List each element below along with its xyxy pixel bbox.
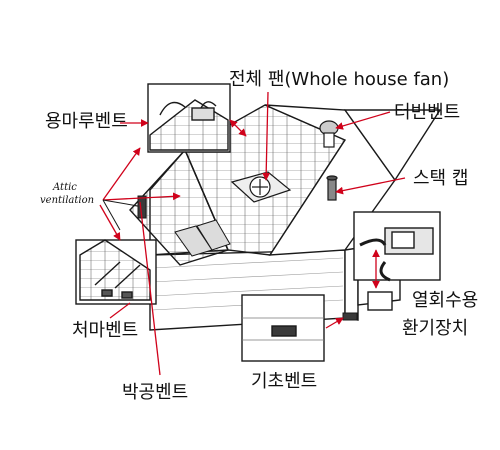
label-heat-recovery-line2: 환기장치 — [402, 318, 469, 339]
turbine-vent-unit — [319, 120, 339, 148]
whole-house-fan-unit — [230, 171, 292, 203]
roof-windows — [174, 219, 231, 257]
label-attic-ventilation-line1: Attic — [53, 182, 77, 193]
label-whole-house-fan: 전체 팬(Whole house fan) — [229, 69, 450, 90]
soffit-vent-inset — [75, 239, 157, 305]
label-ridge-vent: 용마루벤트 — [45, 111, 128, 132]
heat-recovery-inset — [353, 211, 441, 311]
label-gable-vent: 박공벤트 — [122, 382, 189, 403]
label-foundation-vent: 기초벤트 — [251, 371, 318, 392]
label-heat-recovery-line1: 열회수용 — [412, 290, 479, 311]
stack-cap-unit — [326, 175, 338, 201]
foundation-vent-opening — [342, 312, 358, 321]
label-stack-cap: 스택 캡 — [413, 168, 469, 189]
attic-pointer-lines — [102, 199, 139, 231]
label-turbine-vent: 터빈벤트 — [394, 102, 461, 123]
label-soffit-vent: 처마벤트 — [72, 320, 139, 341]
callout-arrows — [99, 91, 406, 376]
foundation-vent-inset — [241, 294, 325, 362]
label-attic-ventilation-line2: ventilation — [40, 195, 95, 206]
ridge-vent-inset — [147, 83, 231, 153]
